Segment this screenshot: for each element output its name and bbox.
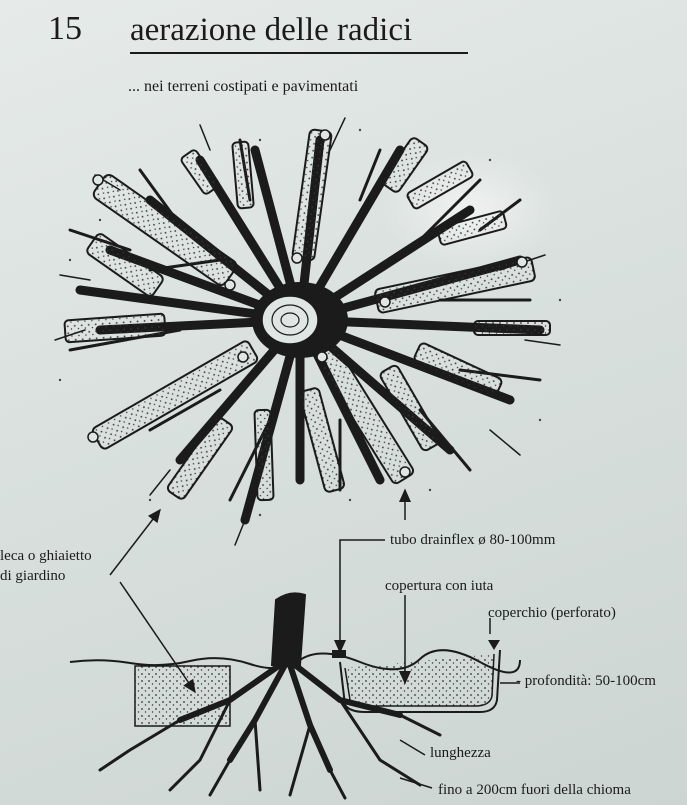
label-cover: copertura con iuta xyxy=(385,578,494,594)
soil-speckle xyxy=(58,128,562,517)
trunk-cross-section xyxy=(252,282,348,358)
figure-number: 15 xyxy=(48,10,82,47)
aeration-trenches xyxy=(63,128,551,502)
label-depth: - profondità: 50-100cm xyxy=(516,673,656,689)
ground-line xyxy=(69,649,521,674)
label-length-2: fino a 200cm fuori della chioma xyxy=(438,782,631,798)
drain-trench-section xyxy=(332,640,501,713)
label-length-1: lunghezza xyxy=(430,745,491,761)
page-title: aerazione delle radici xyxy=(130,12,413,48)
drain-pipe-ends xyxy=(87,129,528,478)
label-fill-material-1: leca o ghiaietto xyxy=(0,548,92,564)
label-lid: coperchio (perforato) xyxy=(488,605,616,621)
page-subtitle: ... nei terreni costipati e pavimentati xyxy=(128,78,359,95)
label-pipe: tubo drainflex ø 80-100mm xyxy=(390,532,556,548)
tree-trunk-roots-side-view xyxy=(98,592,442,800)
leader-lines xyxy=(109,488,520,789)
title-underline xyxy=(130,52,468,54)
label-fill-material-2: di giardino xyxy=(0,568,66,584)
